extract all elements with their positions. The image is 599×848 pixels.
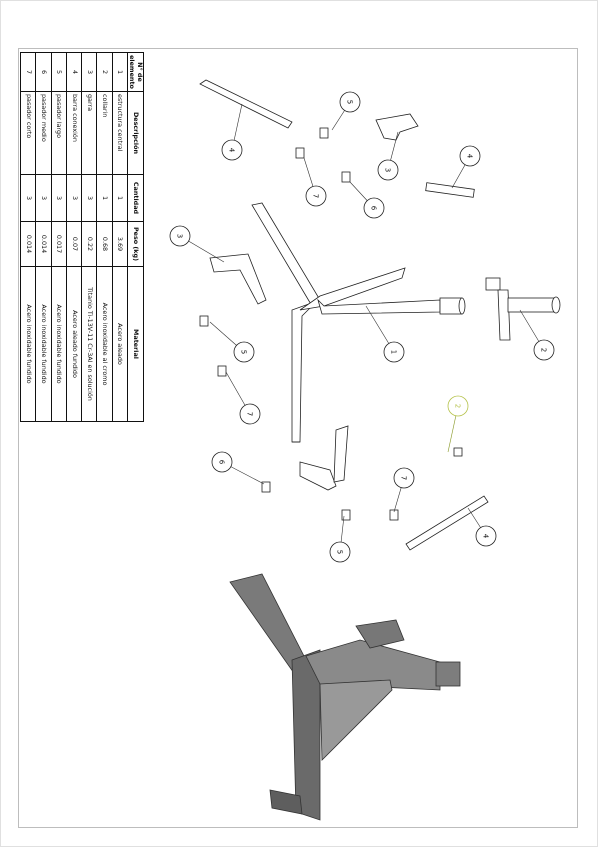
balloon-circle: [169, 225, 191, 247]
balloon-circle: [475, 525, 497, 547]
part-garra-left: [209, 253, 267, 305]
balloon-label: 2: [540, 348, 548, 352]
balloon-circle: [363, 197, 385, 219]
part-garra-top: [375, 113, 419, 141]
balloon-circle: [239, 403, 261, 425]
balloon-label: 5: [346, 100, 354, 104]
balloon-circle: [447, 395, 469, 417]
balloon-label: 3: [384, 168, 392, 172]
balloon-circle: [329, 541, 351, 563]
balloon-label: 6: [218, 460, 226, 465]
balloon-circle: [211, 451, 233, 473]
balloon-label: 7: [246, 412, 254, 416]
part-estructura-central: [251, 202, 466, 443]
balloon-circle: [339, 91, 361, 113]
balloon-label: 4: [482, 534, 490, 539]
balloon-labels: 4 5 3 4 7 6 3 1 2 5 7 2 6 7 4 5: [169, 91, 555, 563]
balloon-label: 3: [176, 234, 184, 238]
balloon-circle: [377, 159, 399, 181]
part-barra-top-left: [199, 79, 293, 129]
balloon-label: 1: [390, 350, 398, 354]
assembled-view: [229, 573, 461, 821]
part-barra-bottom-right: [405, 495, 489, 551]
balloon-circle: [233, 341, 255, 363]
balloon-label: 5: [336, 550, 344, 554]
balloon-label: 7: [312, 194, 320, 198]
balloon-circle: [305, 185, 327, 207]
part-garra-bottom: [299, 425, 349, 491]
balloon-circle: [221, 139, 243, 161]
balloon-circle: [459, 145, 481, 167]
pins: [199, 127, 463, 521]
balloon-circle: [383, 341, 405, 363]
balloon-label: 5: [240, 350, 248, 354]
part-barra-top-right: [425, 182, 475, 198]
drawing-frame: [18, 48, 578, 828]
balloon-circle: [533, 339, 555, 361]
balloon-label: 4: [228, 148, 236, 153]
balloon-label: 2: [454, 404, 462, 408]
balloon-label: 6: [370, 206, 378, 211]
balloon-label: 7: [400, 476, 408, 480]
balloon-circle: [393, 467, 415, 489]
part-collarin: [485, 277, 561, 341]
balloon-label: 4: [466, 154, 474, 159]
